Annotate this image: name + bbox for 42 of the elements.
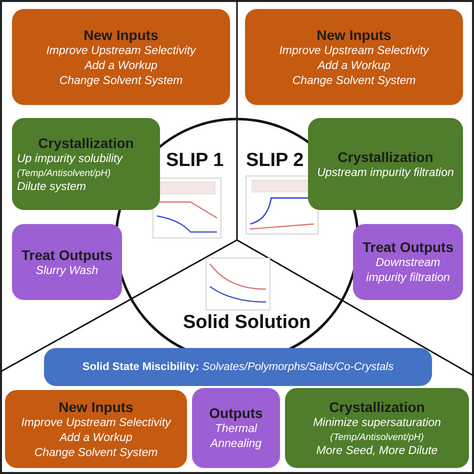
strategy-text: Upstream impurity filtration bbox=[317, 166, 454, 180]
strategy-text: Dilute system bbox=[17, 180, 86, 194]
strategy-text: (Temp/Antisolvent/pH) bbox=[17, 166, 111, 180]
sector-title: SLIP 2 bbox=[246, 150, 304, 172]
strategy-text: Improve Upstream Selectivity bbox=[21, 416, 171, 430]
category-bar bbox=[44, 348, 432, 386]
box-heading: New Inputs bbox=[316, 26, 392, 44]
strategy-text: Add a Workup bbox=[84, 58, 158, 74]
strategy-text: Add a Workup bbox=[60, 430, 132, 446]
strategy-text: Improve Upstream Selectivity bbox=[46, 44, 196, 58]
strategy-box bbox=[5, 390, 187, 468]
strategy-box bbox=[12, 118, 160, 210]
box-heading: New Inputs bbox=[58, 398, 134, 416]
strategy-text: Change Solvent System bbox=[292, 74, 416, 88]
strategy-text: Thermal Annealing bbox=[209, 422, 263, 452]
strategy-text: Slurry Wash bbox=[36, 264, 98, 278]
strategy-text: Change Solvent System bbox=[59, 74, 183, 88]
strategy-text: Change Solvent System bbox=[34, 446, 158, 460]
box-heading: Treat Outputs bbox=[362, 238, 454, 256]
sector-title: SLIP 1 bbox=[166, 150, 224, 172]
strategy-text: (Temp/Antisolvent/pH) bbox=[330, 430, 424, 444]
strategy-text: Downstream impurity filtration bbox=[365, 256, 451, 286]
strategy-text: More Seed, More Dilute bbox=[316, 444, 438, 458]
strategy-box bbox=[12, 224, 122, 300]
box-heading: Crystallization bbox=[338, 148, 434, 166]
strategy-box bbox=[12, 9, 230, 105]
box-heading: Crystallization bbox=[329, 398, 425, 416]
strategy-box bbox=[192, 388, 280, 468]
box-heading: New Inputs bbox=[84, 26, 158, 44]
box-heading: Crystallization bbox=[38, 134, 134, 152]
strategy-text: Add a Workup bbox=[318, 58, 390, 74]
strategy-box bbox=[245, 9, 463, 105]
strategy-text: Improve Upstream Selectivity bbox=[279, 44, 429, 58]
category-text: Solid State Miscibility: Solvates/Polymorphs/Salts/Co-Crystals bbox=[82, 361, 394, 373]
strategy-text: Minimize supersaturation bbox=[313, 416, 441, 430]
strategy-text: Up impurity solubility bbox=[17, 152, 122, 166]
sector-title: Solid Solution bbox=[183, 312, 311, 334]
box-heading: Treat Outputs bbox=[21, 246, 112, 264]
strategy-box bbox=[353, 224, 463, 300]
box-heading: Outputs bbox=[209, 404, 263, 422]
strategy-box bbox=[285, 388, 469, 468]
strategy-box bbox=[308, 118, 463, 210]
